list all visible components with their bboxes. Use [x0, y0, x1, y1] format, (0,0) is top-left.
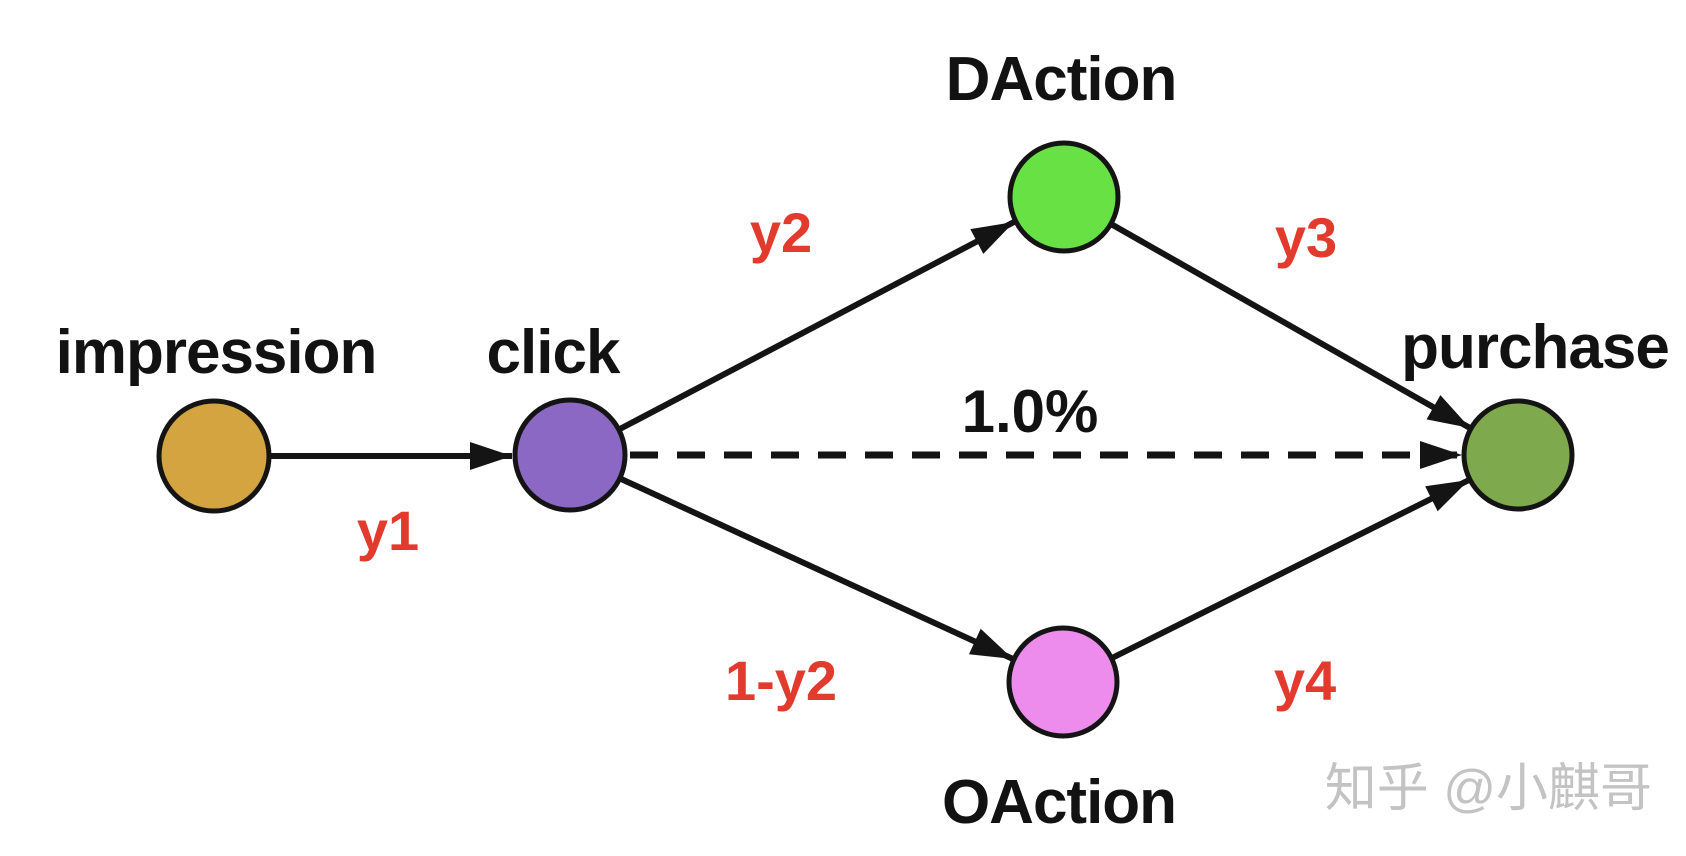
node-label-click: click — [487, 318, 621, 387]
node-purchase — [1461, 398, 1575, 512]
edge-click-oaction — [617, 475, 1015, 662]
edge-label-y1: y1 — [357, 499, 419, 562]
edge-label-rate: 1.0% — [962, 378, 1099, 445]
node-label-impression: impression — [56, 318, 377, 387]
watermark-text: 知乎 @小麒哥 — [1325, 760, 1652, 818]
node-label-purchase: purchase — [1401, 313, 1669, 382]
node-impression — [156, 398, 272, 514]
node-labels: impression click DAction OAction purchas… — [56, 45, 1670, 837]
edge-labels: y1 y2 1-y2 y3 y4 1.0% — [357, 201, 1337, 712]
edge-click-daction — [616, 219, 1016, 433]
node-label-oaction: OAction — [942, 768, 1176, 837]
node-label-daction: DAction — [946, 45, 1177, 114]
node-click — [512, 397, 628, 513]
edge-label-1-y2: 1-y2 — [725, 649, 837, 712]
edge-oaction-purchase — [1110, 477, 1471, 661]
edge-label-y3: y3 — [1275, 206, 1337, 269]
edge-daction-purchase — [1109, 221, 1472, 431]
edges — [270, 219, 1472, 662]
edge-label-y2: y2 — [750, 201, 812, 264]
edge-label-y4: y4 — [1274, 649, 1336, 712]
nodes — [156, 140, 1575, 739]
node-oaction — [1006, 625, 1120, 739]
node-daction — [1007, 140, 1121, 254]
